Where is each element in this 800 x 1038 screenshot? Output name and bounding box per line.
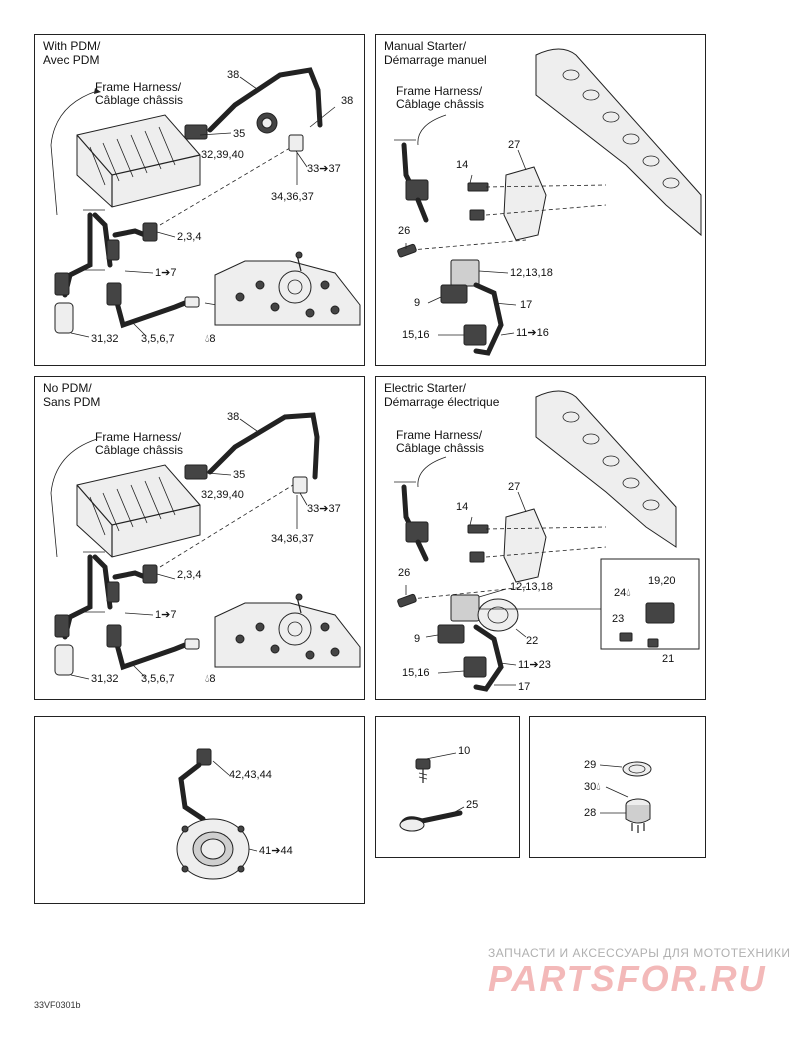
panel-title: With PDM/ Avec PDM [43, 39, 101, 67]
callout-8-text: 8 [209, 333, 216, 345]
callout-17: 17 [520, 299, 533, 311]
callout-28: 28 [584, 807, 597, 819]
callout-26: 26 [398, 567, 411, 579]
panel-manual-starter: Manual Starter/ Démarrage manuel Frame H… [375, 34, 706, 366]
panel-hardware: 10 25 [375, 716, 520, 858]
sensor-drawing [176, 748, 258, 880]
callout-30-text: 30 [584, 781, 597, 793]
callout-23: 23 [612, 613, 625, 625]
oil-drop-icon: 💧︎ [596, 781, 601, 793]
with-pdm-drawing [50, 67, 361, 338]
callout-17: 17 [518, 681, 531, 693]
callout-21: 21 [662, 653, 675, 665]
harness-title: Frame Harness/ Câblage châssis [396, 84, 485, 111]
callout-19-20: 19,20 [648, 575, 676, 587]
manual-starter-drawing [394, 48, 702, 356]
callout-32-39-40: 32,39,40 [201, 489, 244, 501]
oil-drop-icon: 💧︎ [626, 587, 631, 599]
callout-8-text: 8 [209, 673, 216, 685]
callout-12-13-18: 12,13,18 [510, 581, 553, 593]
oil-drop-icon: 💧︎ [205, 333, 210, 345]
callout-31-32: 31,32 [91, 333, 119, 345]
callout-35: 35 [233, 469, 246, 481]
callout-27: 27 [508, 139, 521, 151]
callout-31-32: 31,32 [91, 673, 119, 685]
callout-14: 14 [456, 501, 469, 513]
panel-sensor: 42,43,44 41➔44 [34, 716, 365, 904]
callout-30: 30💧︎ [584, 781, 601, 793]
callout-15-16: 15,16 [402, 329, 430, 341]
panel-electric-starter: Electric Starter/ Démarrage électrique F… [375, 376, 706, 700]
callout-22: 22 [526, 635, 539, 647]
harness-title: Frame Harness/ Câblage châssis [396, 428, 485, 455]
callout-9: 9 [414, 297, 421, 309]
hardware-drawing [399, 752, 465, 832]
relay-drawing [599, 761, 652, 833]
callout-3-5-6-7: 3,5,6,7 [141, 673, 175, 685]
callout-3-5-6-7: 3,5,6,7 [141, 333, 175, 345]
callout-1-7: 1➔7 [155, 267, 177, 279]
panel-title: No PDM/ Sans PDM [43, 381, 101, 409]
harness-title: Frame Harness/ Câblage châssis [95, 430, 184, 457]
callout-15-16: 15,16 [402, 667, 430, 679]
callout-35: 35 [233, 128, 246, 140]
callout-2-3-4: 2,3,4 [177, 569, 202, 581]
callout-8: 💧︎8 [205, 673, 216, 685]
callout-26: 26 [398, 225, 411, 237]
panel-with-pdm: With PDM/ Avec PDM Frame Harness/ Câblag… [34, 34, 365, 366]
panel-relay: 29 30💧︎ 28 [529, 716, 706, 858]
callout-29: 29 [584, 759, 597, 771]
watermark-tagline: ЗАПЧАСТИ И АКСЕССУАРЫ ДЛЯ МОТОТЕХНИКИ [488, 946, 791, 960]
callout-24-text: 24 [614, 587, 627, 599]
callout-1-7: 1➔7 [155, 609, 177, 621]
callout-2-3-4: 2,3,4 [177, 231, 202, 243]
callout-10: 10 [458, 745, 471, 757]
callout-33-37: 33➔37 [307, 163, 341, 175]
callout-11-23: 11➔23 [518, 659, 551, 671]
callout-32-39-40: 32,39,40 [201, 149, 244, 161]
panel-title: Electric Starter/ Démarrage électrique [384, 381, 500, 409]
callout-11-16: 11➔16 [516, 327, 549, 339]
drawing-code: 33VF0301b [34, 1000, 81, 1010]
callout-25: 25 [466, 799, 479, 811]
callout-38b: 38 [341, 95, 354, 107]
callout-41-44: 41➔44 [259, 845, 293, 857]
callout-27: 27 [508, 481, 521, 493]
callout-38: 38 [227, 411, 240, 423]
callout-34-36-37: 34,36,37 [271, 191, 314, 203]
oil-drop-icon: 💧︎ [205, 673, 210, 685]
callout-9: 9 [414, 633, 421, 645]
callout-12-13-18: 12,13,18 [510, 267, 553, 279]
callout-24: 24💧︎ [614, 587, 631, 599]
electric-starter-drawing [394, 390, 700, 692]
callout-33-37: 33➔37 [307, 503, 341, 515]
panel-title: Manual Starter/ Démarrage manuel [384, 39, 487, 67]
panel-no-pdm: No PDM/ Sans PDM Frame Harness/ Câblage … [34, 376, 365, 700]
callout-34-36-37: 34,36,37 [271, 533, 314, 545]
callout-38: 38 [227, 69, 240, 81]
no-pdm-drawing [50, 412, 361, 680]
harness-title: Frame Harness/ Câblage châssis [95, 80, 184, 107]
callout-42-43-44: 42,43,44 [229, 769, 272, 781]
callout-14: 14 [456, 159, 469, 171]
watermark-logo: PARTSFOR.RU [488, 958, 767, 999]
callout-8: 💧︎8 [205, 333, 216, 345]
